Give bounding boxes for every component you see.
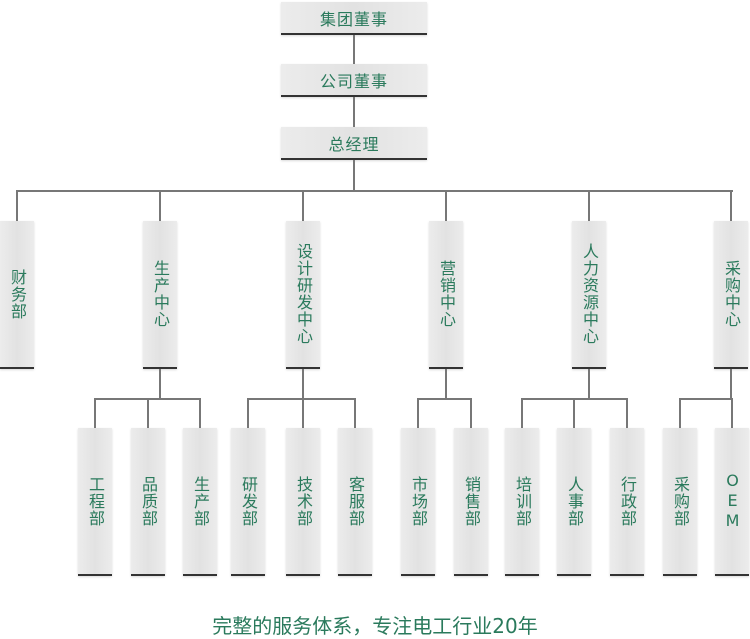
connector-line xyxy=(521,399,523,428)
node-sub-department: 市场部 xyxy=(401,428,435,576)
connector-line xyxy=(16,191,18,221)
connector-line xyxy=(302,399,304,428)
node-sub-department: 生产部 xyxy=(183,428,217,576)
connector-line xyxy=(730,191,732,221)
node-sub-department: 工程部 xyxy=(78,428,112,576)
connector-line xyxy=(159,369,161,399)
connector-line xyxy=(247,399,249,428)
connector-line xyxy=(731,399,733,428)
node-sub-department: 行政部 xyxy=(610,428,644,576)
node-department: 采购中心 xyxy=(714,221,748,369)
node-sub-department: 研发部 xyxy=(231,428,265,576)
node-sub-department: 销售部 xyxy=(454,428,488,576)
connector-line xyxy=(94,399,96,428)
connector-line xyxy=(417,398,472,400)
connector-line xyxy=(353,160,355,191)
connector-line xyxy=(353,35,355,64)
node-department: 设计研发中心 xyxy=(286,221,320,369)
connector-line xyxy=(588,191,590,221)
connector-line xyxy=(199,399,201,428)
connector-line xyxy=(302,369,304,399)
node-sub-department: 客服部 xyxy=(338,428,372,576)
node-department: 人力资源中心 xyxy=(572,221,606,369)
connector-line xyxy=(417,399,419,428)
connector-line xyxy=(159,191,161,221)
connector-line xyxy=(247,398,356,400)
node-sub-department: 技术部 xyxy=(286,428,320,576)
node-top-1: 公司董事 xyxy=(281,64,427,97)
connector-line xyxy=(445,191,447,221)
node-department: 财务部 xyxy=(0,221,34,369)
connector-line xyxy=(354,399,356,428)
node-top-2: 总经理 xyxy=(281,127,427,160)
connector-line xyxy=(16,190,733,192)
node-sub-department: 采购部 xyxy=(663,428,697,576)
connector-line xyxy=(679,399,681,428)
node-department: 生产中心 xyxy=(143,221,177,369)
connector-line xyxy=(588,369,590,399)
connector-line xyxy=(573,399,575,428)
node-sub-department: 品质部 xyxy=(131,428,165,576)
connector-line xyxy=(302,191,304,221)
connector-line xyxy=(730,369,732,399)
footer-slogan: 完整的服务体系，专注电工行业20年 xyxy=(212,614,538,638)
connector-line xyxy=(445,369,447,399)
node-department: 营销中心 xyxy=(429,221,463,369)
connector-line xyxy=(626,399,628,428)
connector-line xyxy=(679,398,733,400)
node-top-0: 集团董事 xyxy=(281,2,427,35)
connector-line xyxy=(353,97,355,127)
connector-line xyxy=(470,399,472,428)
connector-line xyxy=(147,399,149,428)
node-sub-department: 培训部 xyxy=(505,428,539,576)
node-sub-department: OEM xyxy=(715,428,749,576)
node-sub-department: 人事部 xyxy=(557,428,591,576)
